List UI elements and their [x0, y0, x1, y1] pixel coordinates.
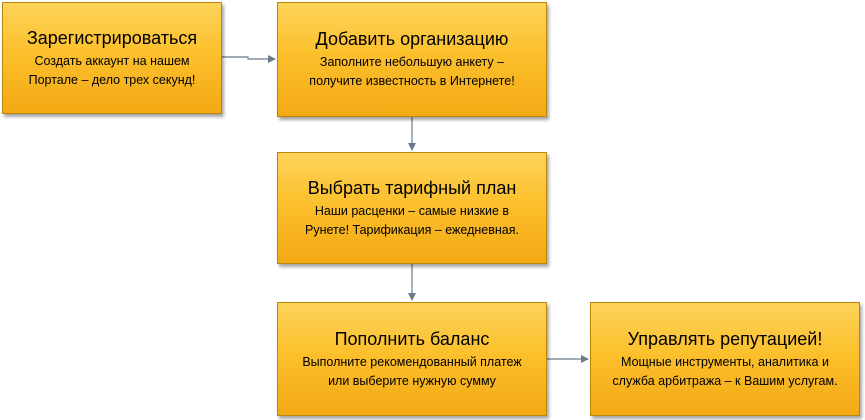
step-choose-tariff-title: Выбрать тарифный план [307, 177, 517, 198]
connector-register-to-org [222, 55, 276, 63]
step-register-desc-line-1: Создать аккаунт на нашем [34, 53, 190, 68]
step-top-up-balance-desc-line-2: или выберите нужную сумму [328, 373, 496, 388]
step-add-organization-description: Заполните небольшую анкету – получите из… [309, 53, 514, 91]
step-register-title: Зарегистрироваться [26, 27, 198, 48]
step-manage-reputation-description: Мощные инструменты, аналитика и служба а… [612, 353, 837, 391]
step-top-up-balance-title: Пополнить баланс [334, 328, 490, 349]
step-top-up-balance-box: Пополнить баланс Выполните рекомендованн… [277, 302, 547, 416]
step-top-up-balance-desc-line-1: Выполните рекомендованный платеж [302, 354, 522, 369]
step-add-organization-title: Добавить организацию [315, 29, 509, 49]
step-top-up-balance-description: Выполните рекомендованный платеж или выб… [302, 353, 521, 391]
step-choose-tariff-desc-line-1: Наши расценки – самые низкие в [314, 203, 510, 218]
step-register-desc-line-2: Портале – дело трех секунд! [28, 72, 196, 87]
step-choose-tariff-description: Наши расценки – самые низкие в Рунете! Т… [305, 202, 519, 240]
step-add-organization-desc-line-2: получите известность в Интернете! [309, 74, 515, 88]
step-manage-reputation-box: Управлять репутацией! Мощные инструменты… [590, 302, 860, 416]
step-add-organization-box: Добавить организацию Заполните небольшую… [277, 2, 547, 117]
step-manage-reputation-desc-line-2: служба арбитража – к Вашим услугам. [612, 373, 838, 388]
step-manage-reputation-title: Управлять репутацией! [627, 328, 823, 349]
step-add-organization-desc-line-1: Заполните небольшую анкету – [319, 55, 505, 69]
step-choose-tariff-desc-line-2: Рунете! Тарификация – ежедневная. [305, 222, 519, 237]
step-register-description: Создать аккаунт на нашем Портале – дело … [29, 52, 196, 90]
step-choose-tariff-box: Выбрать тарифный план Наши расценки – са… [277, 152, 547, 264]
step-register-box: Зарегистрироваться Создать аккаунт на на… [2, 2, 222, 114]
step-manage-reputation-desc-line-1: Мощные инструменты, аналитика и [621, 354, 829, 369]
